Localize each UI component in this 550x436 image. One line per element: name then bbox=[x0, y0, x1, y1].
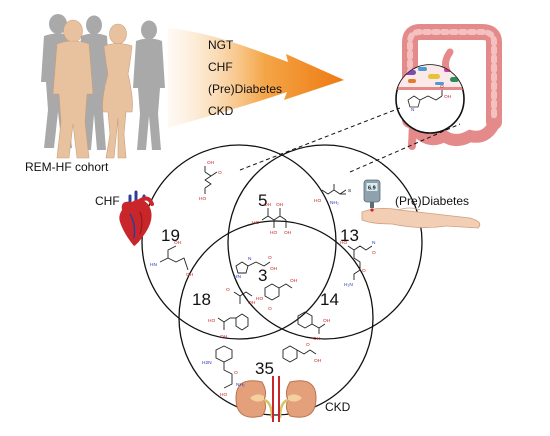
svg-text:OH: OH bbox=[323, 318, 331, 324]
svg-text:HO: HO bbox=[252, 220, 259, 226]
svg-text:OH: OH bbox=[444, 94, 452, 100]
glucometer-reading: 6.9 bbox=[368, 186, 376, 192]
svg-text:HO: HO bbox=[220, 392, 227, 398]
svg-text:OH: OH bbox=[207, 160, 215, 166]
group-ckd: CKD bbox=[208, 104, 234, 118]
svg-text:OH: OH bbox=[314, 358, 322, 364]
molecule-chf-1: HO O OH bbox=[199, 160, 222, 202]
count-all-three: 3 bbox=[258, 266, 267, 285]
count-diabetes-only: 13 bbox=[340, 226, 359, 245]
count-chf-ckd: 18 bbox=[192, 290, 211, 309]
svg-text:N: N bbox=[372, 240, 376, 246]
svg-text:N: N bbox=[248, 256, 252, 262]
svg-text:O: O bbox=[362, 268, 366, 274]
gradient-arrow-icon bbox=[168, 28, 344, 128]
kidneys-icon bbox=[235, 376, 317, 422]
svg-text:OH: OH bbox=[264, 202, 272, 208]
set-label-prediabetes: (Pre)Diabetes bbox=[395, 194, 469, 208]
svg-text:OH: OH bbox=[220, 334, 228, 340]
human-silhouettes-icon bbox=[41, 14, 165, 159]
molecule-diabetes-ckd-2: OH OH bbox=[297, 311, 331, 342]
svg-text:HN: HN bbox=[234, 274, 241, 280]
svg-text:O: O bbox=[268, 306, 272, 312]
molecule-chf-ckd-2: HO OH bbox=[208, 313, 249, 340]
svg-text:HO: HO bbox=[199, 196, 206, 202]
venn-circle-ckd bbox=[178, 220, 374, 416]
svg-text:OH: OH bbox=[270, 266, 278, 272]
svg-text:N: N bbox=[411, 107, 415, 113]
molecule-chf-diabetes: HO OH OH HO OH bbox=[252, 202, 292, 236]
molecule-ckd-1: H2N O HO NH₂ bbox=[202, 345, 245, 398]
svg-text:OH: OH bbox=[290, 278, 298, 284]
svg-text:O: O bbox=[372, 250, 376, 256]
count-ckd-only: 35 bbox=[255, 359, 274, 378]
cohort-label: REM-HF cohort bbox=[25, 160, 109, 174]
molecule-diabetes-1: HO NH₂ S bbox=[314, 184, 351, 206]
svg-text:OH: OH bbox=[186, 272, 194, 278]
svg-text:HO: HO bbox=[340, 240, 347, 246]
group-chf: CHF bbox=[208, 60, 233, 74]
svg-text:H2N: H2N bbox=[202, 360, 212, 366]
svg-text:HO: HO bbox=[208, 318, 215, 324]
svg-text:HN: HN bbox=[150, 262, 157, 268]
group-ngt: NGT bbox=[208, 38, 234, 52]
svg-text:O: O bbox=[306, 342, 310, 348]
svg-text:OH: OH bbox=[174, 240, 182, 246]
svg-text:OH: OH bbox=[248, 300, 256, 306]
svg-text:NH₂: NH₂ bbox=[330, 200, 339, 206]
svg-text:HO: HO bbox=[256, 296, 263, 302]
molecule-diabetes-2: HO N O H₂N O bbox=[340, 240, 376, 288]
svg-text:O: O bbox=[226, 287, 230, 293]
gut-bacteria-icon: N OH O bbox=[396, 65, 464, 113]
svg-text:S: S bbox=[348, 188, 351, 194]
svg-text:O: O bbox=[218, 170, 222, 176]
svg-text:O: O bbox=[440, 84, 444, 90]
group-list: NGT CHF (Pre)Diabetes CKD bbox=[208, 38, 282, 118]
svg-text:HO: HO bbox=[314, 198, 321, 204]
group-prediabetes: (Pre)Diabetes bbox=[208, 82, 282, 96]
venn-diagram bbox=[141, 144, 423, 416]
set-label-chf: CHF bbox=[95, 194, 120, 208]
count-diabetes-ckd: 14 bbox=[320, 290, 339, 309]
molecule-ckd-2: O OH bbox=[282, 342, 322, 364]
svg-text:OH: OH bbox=[276, 202, 284, 208]
svg-text:NH₂: NH₂ bbox=[236, 382, 245, 388]
molecule-chf-2: HN OH OH bbox=[150, 240, 194, 278]
connector-line-right bbox=[349, 123, 461, 173]
svg-text:O: O bbox=[234, 370, 238, 376]
molecule-chf-ckd-1: O OH bbox=[226, 287, 256, 306]
hand-with-glucometer-icon: 6.9 bbox=[361, 179, 481, 229]
svg-text:H₂N: H₂N bbox=[344, 282, 353, 288]
venn-circle-prediabetes bbox=[227, 144, 423, 340]
heart-icon bbox=[119, 190, 154, 246]
svg-text:HO: HO bbox=[270, 230, 277, 236]
count-chf-diabetes: 5 bbox=[258, 191, 267, 210]
svg-text:OH: OH bbox=[284, 230, 292, 236]
molecule-all-three-imidazole: HN N O OH bbox=[234, 255, 278, 280]
svg-text:OH: OH bbox=[313, 336, 321, 342]
svg-text:O: O bbox=[268, 255, 272, 261]
connector-line-left bbox=[239, 107, 401, 171]
molecule-diabetes-ckd-phenol: HO O OH bbox=[256, 278, 298, 312]
set-label-ckd: CKD bbox=[325, 400, 351, 414]
count-chf-only: 19 bbox=[161, 226, 180, 245]
